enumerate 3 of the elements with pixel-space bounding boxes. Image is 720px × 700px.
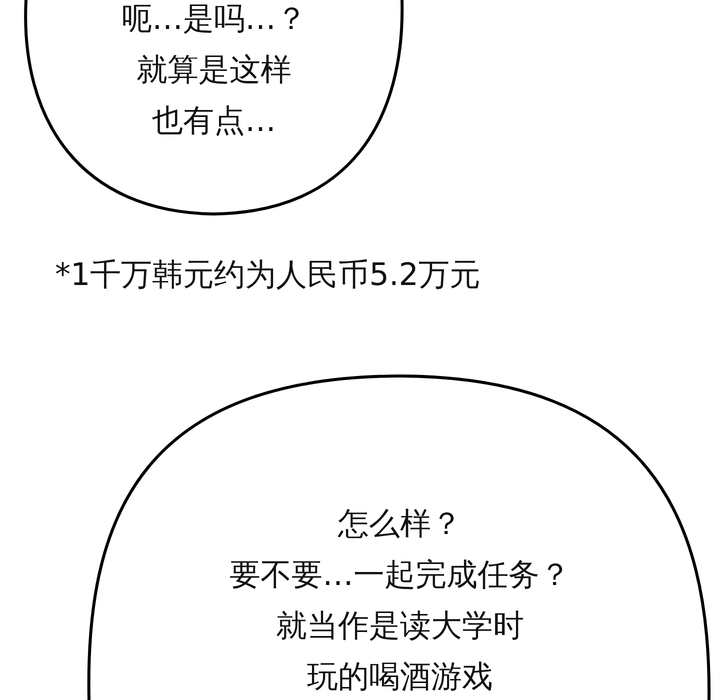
footnote-text: *1千万韩元约为人民币5.2万元 (55, 256, 481, 295)
dialogue-text: 怎么样？要不要…一起完成任务？就当作是读大学时玩的喝酒游戏 (228, 505, 572, 697)
dialogue-text: 呃…是吗…？就算是这样也有点… (120, 0, 308, 141)
